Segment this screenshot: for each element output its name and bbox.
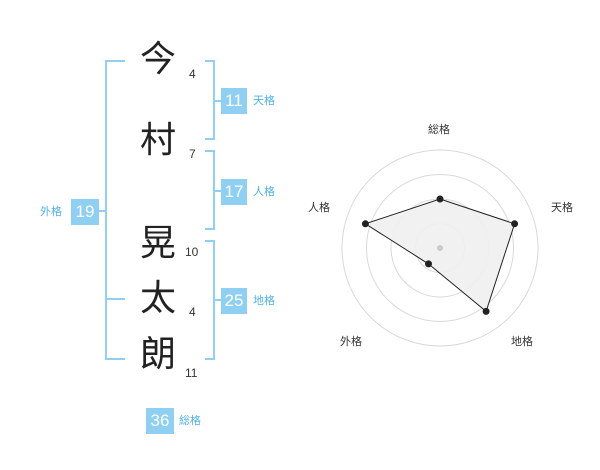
radar-value-polygon	[364, 198, 516, 313]
chikaku-tick	[215, 299, 221, 301]
stroke-count-3: 10	[185, 245, 199, 259]
tenkaku-tick	[215, 100, 221, 102]
radar-label-gaikaku: 外格	[340, 335, 362, 348]
radar-grid-ring	[366, 174, 514, 322]
radar-point-2	[511, 220, 519, 228]
stroke-count-2: 7	[189, 147, 196, 161]
radar-label-soukaku: 総格	[428, 123, 450, 136]
radar-point-5	[361, 220, 369, 228]
radar-point-3	[482, 307, 490, 315]
chikaku-label: 地格	[253, 294, 275, 307]
jinkaku-tick	[215, 190, 221, 192]
name-char-3: 晃	[140, 223, 177, 264]
radar-label-chikaku: 地格	[511, 335, 533, 348]
jinkaku-value-badge: 17	[221, 179, 247, 205]
gaikaku-bracket	[105, 60, 125, 360]
radar-label-tenkaku: 天格	[551, 201, 573, 214]
radar-point-4	[425, 260, 432, 268]
tenkaku-value-badge: 11	[221, 88, 247, 114]
stroke-count-1: 4	[189, 67, 196, 81]
chikaku-bracket	[205, 240, 215, 360]
gaikaku-value-badge: 19	[71, 199, 99, 225]
radar-point-1	[436, 195, 444, 203]
radar-center-dot	[437, 245, 443, 251]
stroke-count-4: 4	[189, 305, 196, 319]
gaikaku-tick	[99, 210, 105, 212]
jinkaku-label: 人格	[253, 185, 275, 198]
soukaku-value-badge: 36	[146, 408, 174, 434]
name-char-4: 太	[140, 278, 177, 319]
name-char-1: 今	[140, 39, 177, 80]
radar-label-jinkaku: 人格	[308, 201, 330, 214]
gaikaku-label: 外格	[40, 205, 62, 218]
chikaku-value-badge: 25	[221, 288, 247, 314]
jinkaku-bracket	[205, 150, 215, 230]
soukaku-label: 総格	[179, 414, 201, 427]
name-char-2: 村	[140, 120, 177, 161]
tenkaku-label: 天格	[253, 94, 275, 107]
gaikaku-bracket-mid	[105, 298, 125, 300]
radar-grid-ring	[341, 149, 539, 347]
stroke-count-5: 11	[185, 366, 198, 380]
name-char-5: 朗	[140, 334, 177, 375]
tenkaku-bracket	[205, 60, 215, 140]
